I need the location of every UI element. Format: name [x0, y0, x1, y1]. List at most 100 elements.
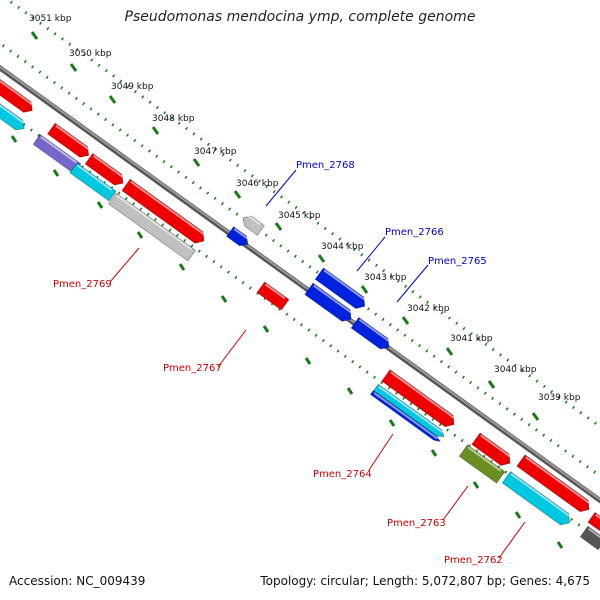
- cds-olive: [458, 444, 506, 484]
- tick-mark: [192, 158, 201, 167]
- cds-red: [256, 281, 290, 311]
- tick-mark: [69, 63, 78, 72]
- callout-line: [265, 169, 297, 207]
- tick-mark: [388, 419, 396, 427]
- cds-dark: [579, 525, 600, 551]
- separator: ;: [364, 574, 373, 588]
- cds-red-shine: [264, 283, 286, 300]
- tick-mark: [346, 387, 354, 395]
- tick-mark: [317, 254, 326, 263]
- tick-dots: [9, 0, 600, 429]
- cds-red-body: [0, 75, 33, 113]
- genome-stats: Topology: circular; Length: 5,072,807 bp…: [260, 574, 590, 588]
- gene-label-pmen-2765: Pmen_2765: [428, 256, 487, 267]
- cds-olive-shine: [467, 446, 502, 472]
- tick-mark: [96, 201, 104, 209]
- tick-mark: [445, 347, 454, 356]
- tick-mark: [262, 325, 270, 333]
- cds-red: [471, 432, 511, 466]
- cds-blue-body: [304, 282, 352, 322]
- tick-mark: [136, 231, 144, 239]
- cds-red: [84, 152, 124, 186]
- cds-red-body: [121, 178, 205, 244]
- cds-blue-shine: [323, 269, 366, 301]
- cds-blue-body: [350, 316, 390, 350]
- genes-count-label: Genes: 4,675: [509, 574, 590, 588]
- outer-dot-ring: [0, 41, 600, 478]
- cds-cyan-shine: [510, 473, 571, 517]
- cds-red: [121, 178, 205, 244]
- tick-mark: [30, 31, 39, 40]
- tick-label: 3042 kbp: [407, 304, 450, 314]
- callout-line: [217, 329, 247, 368]
- inner-dots: [0, 105, 600, 542]
- cds-purple-shine: [40, 136, 78, 164]
- cds-blue: [226, 226, 249, 247]
- cds-cyan-shine: [0, 96, 25, 124]
- cds-gray: [242, 214, 265, 236]
- cds-red-body: [587, 511, 600, 533]
- topology-label: Topology: circular: [260, 574, 365, 588]
- cds-gray-shine: [116, 194, 193, 251]
- cds-red-body: [46, 122, 90, 158]
- inner-dot-ring: [0, 105, 600, 549]
- tick-mark: [108, 95, 117, 104]
- tick-mark: [233, 190, 242, 199]
- tick-label: 3047 kbp: [194, 147, 237, 157]
- tick-label: 3040 kbp: [494, 365, 537, 375]
- tick-mark: [430, 449, 438, 457]
- tick-mark: [52, 169, 60, 177]
- cds-blue: [350, 316, 390, 350]
- cds-blue: [304, 282, 352, 322]
- cds-red-body: [84, 152, 124, 186]
- callout-line: [109, 247, 140, 283]
- gene-label-pmen-2762: Pmen_2762: [444, 555, 503, 566]
- cds-red: [381, 369, 455, 428]
- accession-label: Accession: NC_009439: [9, 574, 146, 588]
- tick-mark: [531, 412, 540, 421]
- gene-label-pmen-2764: Pmen_2764: [313, 469, 372, 480]
- cds-red-shine: [480, 434, 511, 458]
- cds-blue-shine: [313, 284, 352, 314]
- tick-label: 3039 kbp: [538, 393, 581, 403]
- cds-cyan-body: [373, 383, 445, 437]
- backbone-highlight: [0, 65, 600, 501]
- tick-mark: [178, 263, 186, 271]
- gene-features: [0, 75, 600, 551]
- tick-mark: [360, 285, 369, 294]
- gene-callouts: Pmen_2768Pmen_2766Pmen_2765Pmen_2769Pmen…: [53, 160, 526, 566]
- gene-label-pmen-2767: Pmen_2767: [163, 363, 222, 374]
- cds-cyan-body: [0, 93, 25, 131]
- cds-red-shine: [390, 371, 455, 419]
- gene-label-pmen-2769: Pmen_2769: [53, 279, 112, 290]
- cds-red-body: [516, 454, 590, 513]
- tick-label: 3041 kbp: [450, 334, 493, 344]
- cds-blue-shine: [358, 319, 390, 342]
- tick-label: 3050 kbp: [69, 49, 112, 59]
- callout-line: [442, 485, 469, 521]
- tick-label: 3049 kbp: [111, 82, 154, 92]
- cds-cyan-body: [69, 162, 117, 202]
- cds-red-body: [256, 281, 290, 311]
- tick-mark: [401, 316, 410, 325]
- cds-blue: [314, 267, 366, 309]
- cds-red-shine: [0, 77, 33, 106]
- cds-cyan-shine: [77, 164, 113, 191]
- callout-line: [396, 264, 429, 303]
- outer-dots: [0, 41, 600, 478]
- cds-gray: [107, 192, 197, 262]
- cds-red: [46, 122, 90, 158]
- tick-label: 3048 kbp: [152, 114, 195, 124]
- cds-red-body: [471, 432, 511, 466]
- tick-mark: [10, 135, 18, 143]
- tick-label: 3046 kbp: [236, 179, 279, 189]
- cds-red-shine: [92, 155, 124, 178]
- cds-red: [516, 454, 590, 513]
- backbone: [0, 64, 600, 504]
- cds-red-shine: [130, 180, 205, 236]
- tick-track: [9, 0, 600, 429]
- cds-red-shine: [525, 456, 590, 504]
- cds-red: [0, 75, 33, 113]
